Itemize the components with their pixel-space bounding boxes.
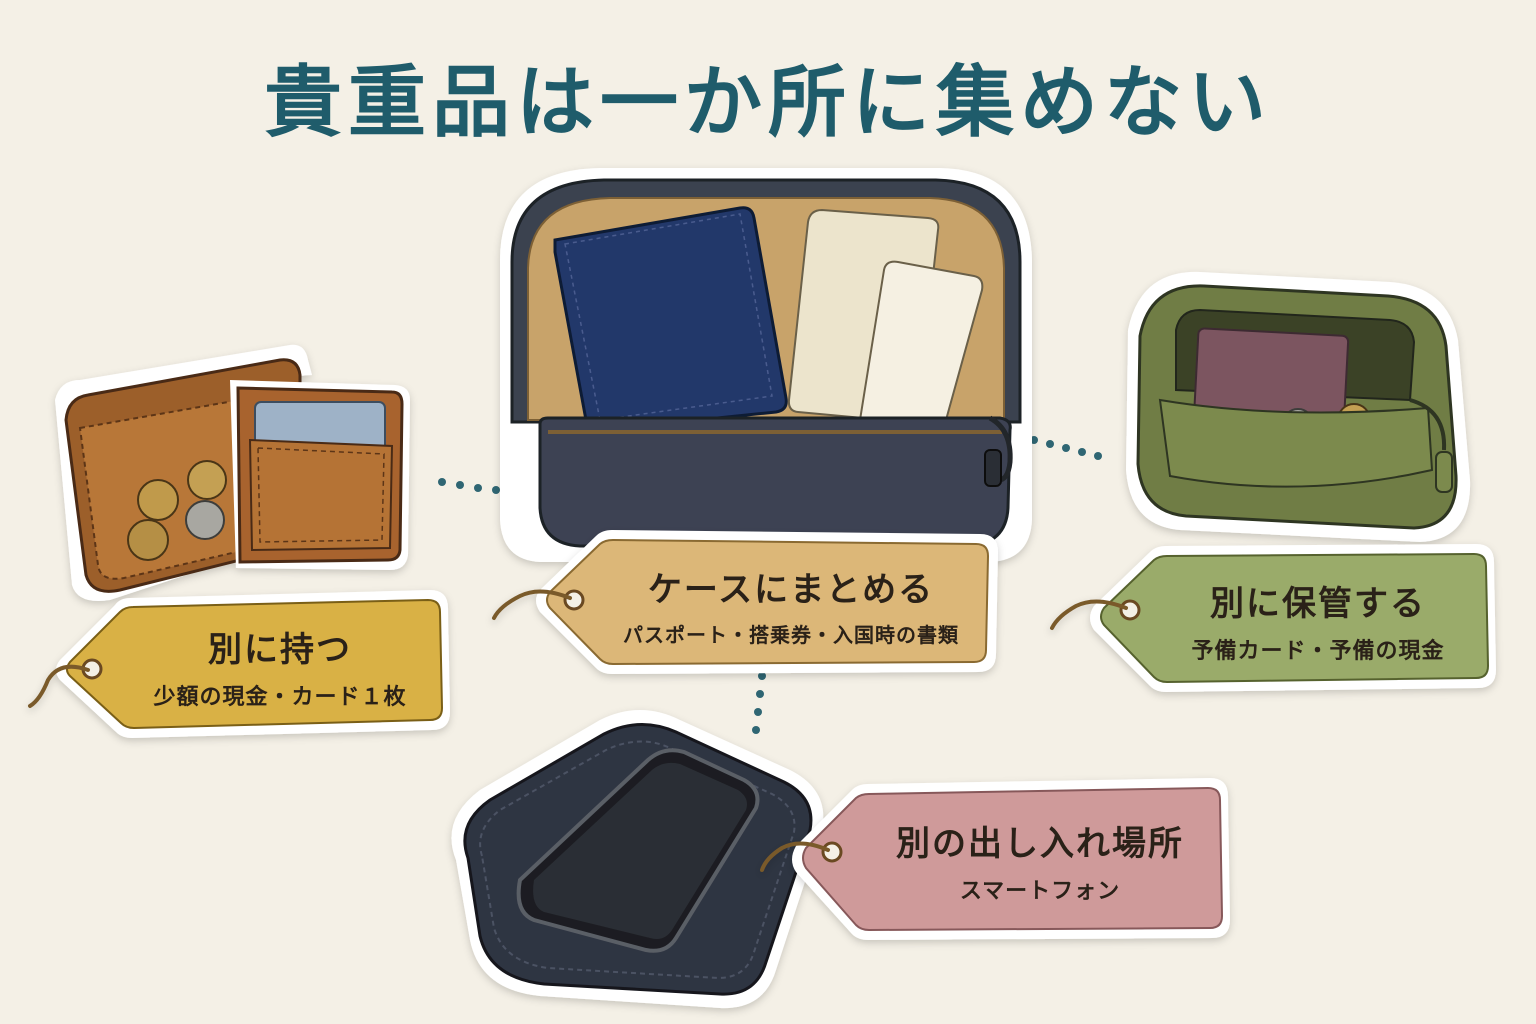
page-title: 貴重品は一か所に集めない xyxy=(263,58,1272,148)
case-tag xyxy=(492,530,998,674)
wallet-tag-text: 別に持つ 少額の現金・カード１枚 xyxy=(120,622,440,711)
phone-tag-text: 別の出し入れ場所 スマートフォン xyxy=(860,816,1220,905)
case-tag-subtitle: パスポート・搭乗券・入国時の書類 xyxy=(623,623,959,647)
pouch-tag-title: 別に保管する xyxy=(1210,584,1426,624)
phone-tag-title: 別の出し入れ場所 xyxy=(896,824,1184,864)
case-tag-title: ケースにまとめる xyxy=(647,570,935,610)
wallet-tag-title: 別に持つ xyxy=(208,630,352,670)
wallet-tag xyxy=(28,590,450,738)
phone-tag-subtitle: スマートフォン xyxy=(959,879,1121,904)
pouch-tag xyxy=(1050,544,1496,692)
case-tag-text: ケースにまとめる パスポート・搭乗券・入国時の書類 xyxy=(596,562,986,648)
pouch-tag-text: 別に保管する 予備カード・予備の現金 xyxy=(1150,576,1486,665)
zip-case-illustration xyxy=(500,168,1032,562)
wallet-tag-subtitle: 少額の現金・カード１枚 xyxy=(153,685,407,710)
phone-illustration xyxy=(451,710,824,1009)
pouch-illustration xyxy=(1126,271,1471,542)
wallet-illustration xyxy=(55,344,410,601)
pouch-tag-subtitle: 予備カード・予備の現金 xyxy=(1191,639,1445,664)
phone-tag xyxy=(760,778,1230,940)
